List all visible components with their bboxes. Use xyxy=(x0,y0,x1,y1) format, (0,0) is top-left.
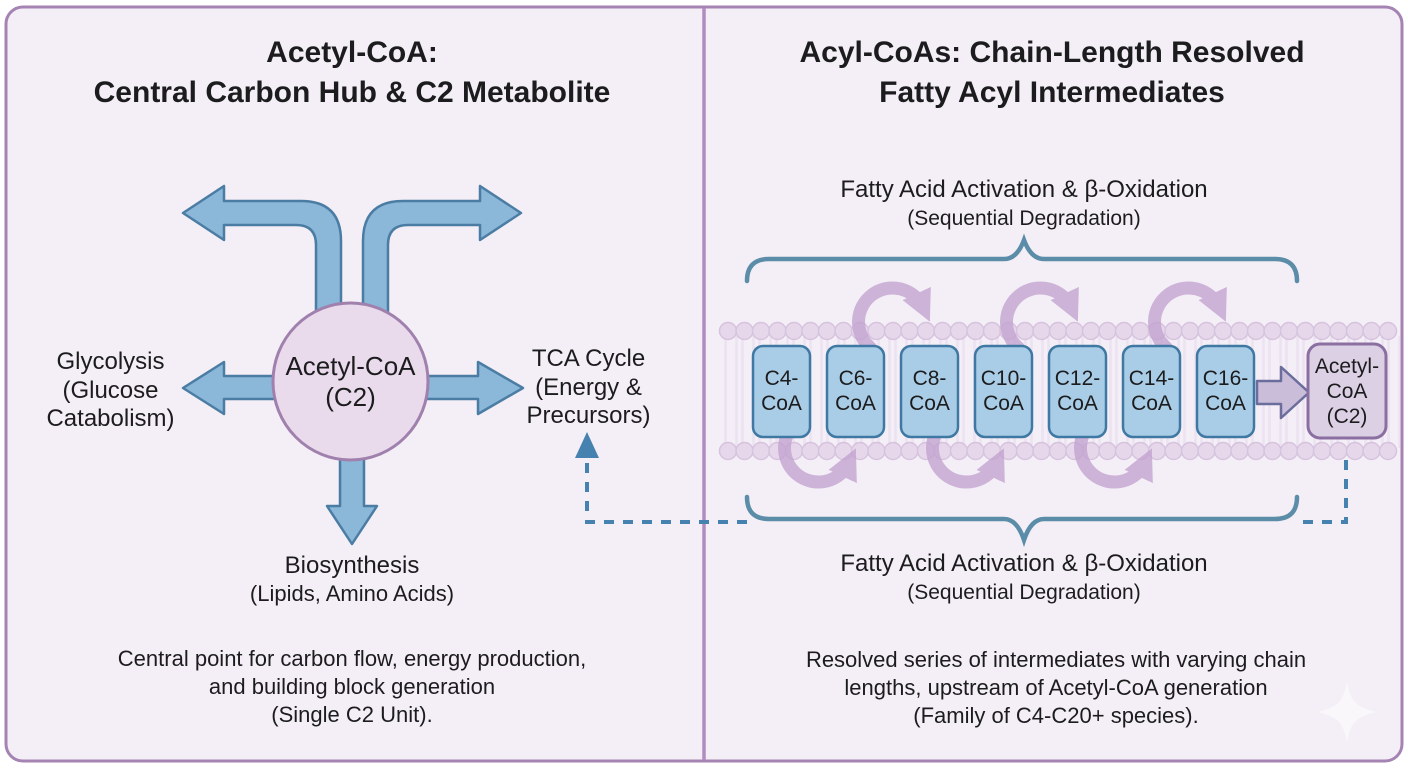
right-panel-caption: Resolved series of intermediates with va… xyxy=(805,647,1307,728)
membrane-top-heads xyxy=(718,321,1398,341)
acyl-coa-boxes xyxy=(751,344,1256,439)
braces xyxy=(744,233,1300,548)
hub-c2: (C2) xyxy=(325,382,376,412)
label-c14-coa: C14-CoA xyxy=(1128,367,1175,415)
biosynthesis-label: Biosynthesis (Lipids, Amino Acids) xyxy=(249,552,455,606)
hub-ellipse xyxy=(271,301,430,462)
left-title-line1: Acetyl-CoA: xyxy=(266,36,438,69)
membrane-bottom-heads xyxy=(718,441,1398,461)
loop-top-c10-c12 xyxy=(1000,281,1079,355)
hub-label: Acetyl-CoA (C2) xyxy=(253,351,448,413)
arrow-up-right xyxy=(361,184,523,337)
brace-top xyxy=(744,233,1300,284)
left-panel-title: Acetyl-CoA: Central Carbon Hub & C2 Meta… xyxy=(52,33,652,113)
loop-top-c14-c16 xyxy=(1148,281,1227,355)
beta-oxidation-label-top: Fatty Acid Activation & β-Oxidation (Seq… xyxy=(840,176,1208,230)
box-c8-coa xyxy=(899,344,960,439)
label-c12-coa: C12-CoA xyxy=(1054,367,1101,415)
right-panel-title: Acyl-CoAs: Chain-Length Resolved Fatty A… xyxy=(752,33,1352,113)
dashed-feedback-connector xyxy=(585,458,1348,524)
beta-oxidation-label-bottom: Fatty Acid Activation & β-Oxidation (Seq… xyxy=(840,550,1208,604)
box-c4-coa xyxy=(751,344,812,439)
right-title-line2: Fatty Acyl Intermediates xyxy=(879,76,1225,109)
label-acetyl-coa-product: Acetyl- CoA (C2) xyxy=(1314,355,1380,428)
tca-cycle-label: TCA Cycle (Energy & Precursors) xyxy=(526,345,651,429)
label-c6-coa: C6-CoA xyxy=(835,367,876,415)
arrow-to-acetyl-coa xyxy=(1255,365,1311,420)
label-c4-coa: C4-CoA xyxy=(761,367,802,415)
brace-bottom xyxy=(744,494,1300,548)
box-c12-coa xyxy=(1047,344,1108,439)
arrow-up-left xyxy=(181,184,343,337)
box-acetyl-coa-product xyxy=(1306,342,1388,440)
label-c8-coa: C8-CoA xyxy=(909,367,950,415)
box-c6-coa xyxy=(825,344,886,439)
label-c10-coa: C10-CoA xyxy=(980,367,1027,415)
hub-name: Acetyl-CoA xyxy=(285,351,416,381)
glycolysis-label: Glycolysis (Glucose Catabolism) xyxy=(46,348,175,432)
loop-top-c6-c8 xyxy=(852,281,931,355)
box-c14-coa xyxy=(1121,344,1182,439)
left-title-line2: Central Carbon Hub & C2 Metabolite xyxy=(93,76,611,109)
left-panel-caption: Central point for carbon flow, energy pr… xyxy=(117,646,587,727)
dashed-arrowhead-icon xyxy=(575,432,599,458)
box-c16-coa xyxy=(1195,344,1256,439)
box-c10-coa xyxy=(973,344,1034,439)
hub-arrows xyxy=(181,184,525,546)
sparkle-watermark-icon xyxy=(1318,682,1376,742)
label-c16-coa: C16-CoA xyxy=(1202,367,1249,415)
right-title-line1: Acyl-CoAs: Chain-Length Resolved xyxy=(799,36,1305,69)
